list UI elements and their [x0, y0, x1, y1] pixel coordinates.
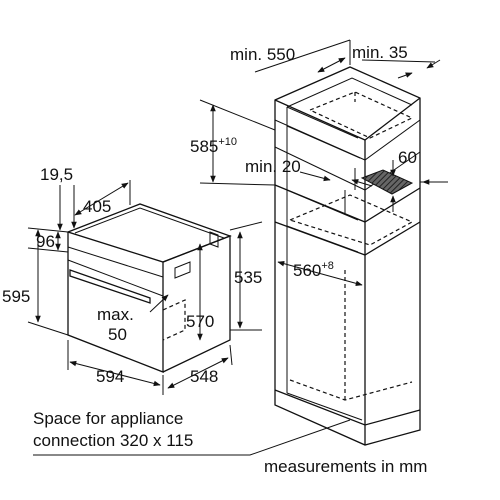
label-548: 548 [190, 367, 218, 386]
caption-space-line1: Space for appliance [33, 409, 183, 428]
captions: Space for appliance connection 320 x 115… [33, 409, 427, 476]
label-585-value: 585 [190, 137, 218, 156]
label-560-value: 560 [293, 261, 321, 280]
label-min-550: min. 550 [230, 45, 295, 64]
label-594: 594 [96, 367, 124, 386]
label-560-tolerance: +8 [321, 260, 334, 272]
label-max-value: 50 [108, 325, 127, 344]
label-585: 585+10 [190, 136, 237, 156]
label-60: 60 [398, 148, 417, 167]
tall-cabinet [274, 66, 421, 446]
caption-space-line2: connection 320 x 115 [33, 431, 193, 450]
label-585-tolerance: +10 [218, 136, 237, 148]
label-535: 535 [234, 268, 262, 287]
caption-measurements: measurements in mm [264, 457, 427, 476]
label-96: 96 [36, 232, 55, 251]
label-595: 595 [2, 287, 30, 306]
label-max: max. [97, 305, 134, 324]
cabinet-dimension-lines [199, 39, 448, 287]
oven [66, 203, 232, 373]
label-570: 570 [186, 312, 214, 331]
label-min-20: min. 20 [245, 157, 301, 176]
dimension-labels: min. 550 min. 35 585+10 min. 20 60 560+8… [2, 43, 417, 386]
label-560: 560+8 [293, 260, 334, 280]
ventilation-slot [360, 169, 414, 195]
label-min-35: min. 35 [352, 43, 408, 62]
label-19-5: 19,5 [40, 165, 73, 184]
oven-dimension-lines [27, 180, 351, 456]
label-405: 405 [83, 197, 111, 216]
